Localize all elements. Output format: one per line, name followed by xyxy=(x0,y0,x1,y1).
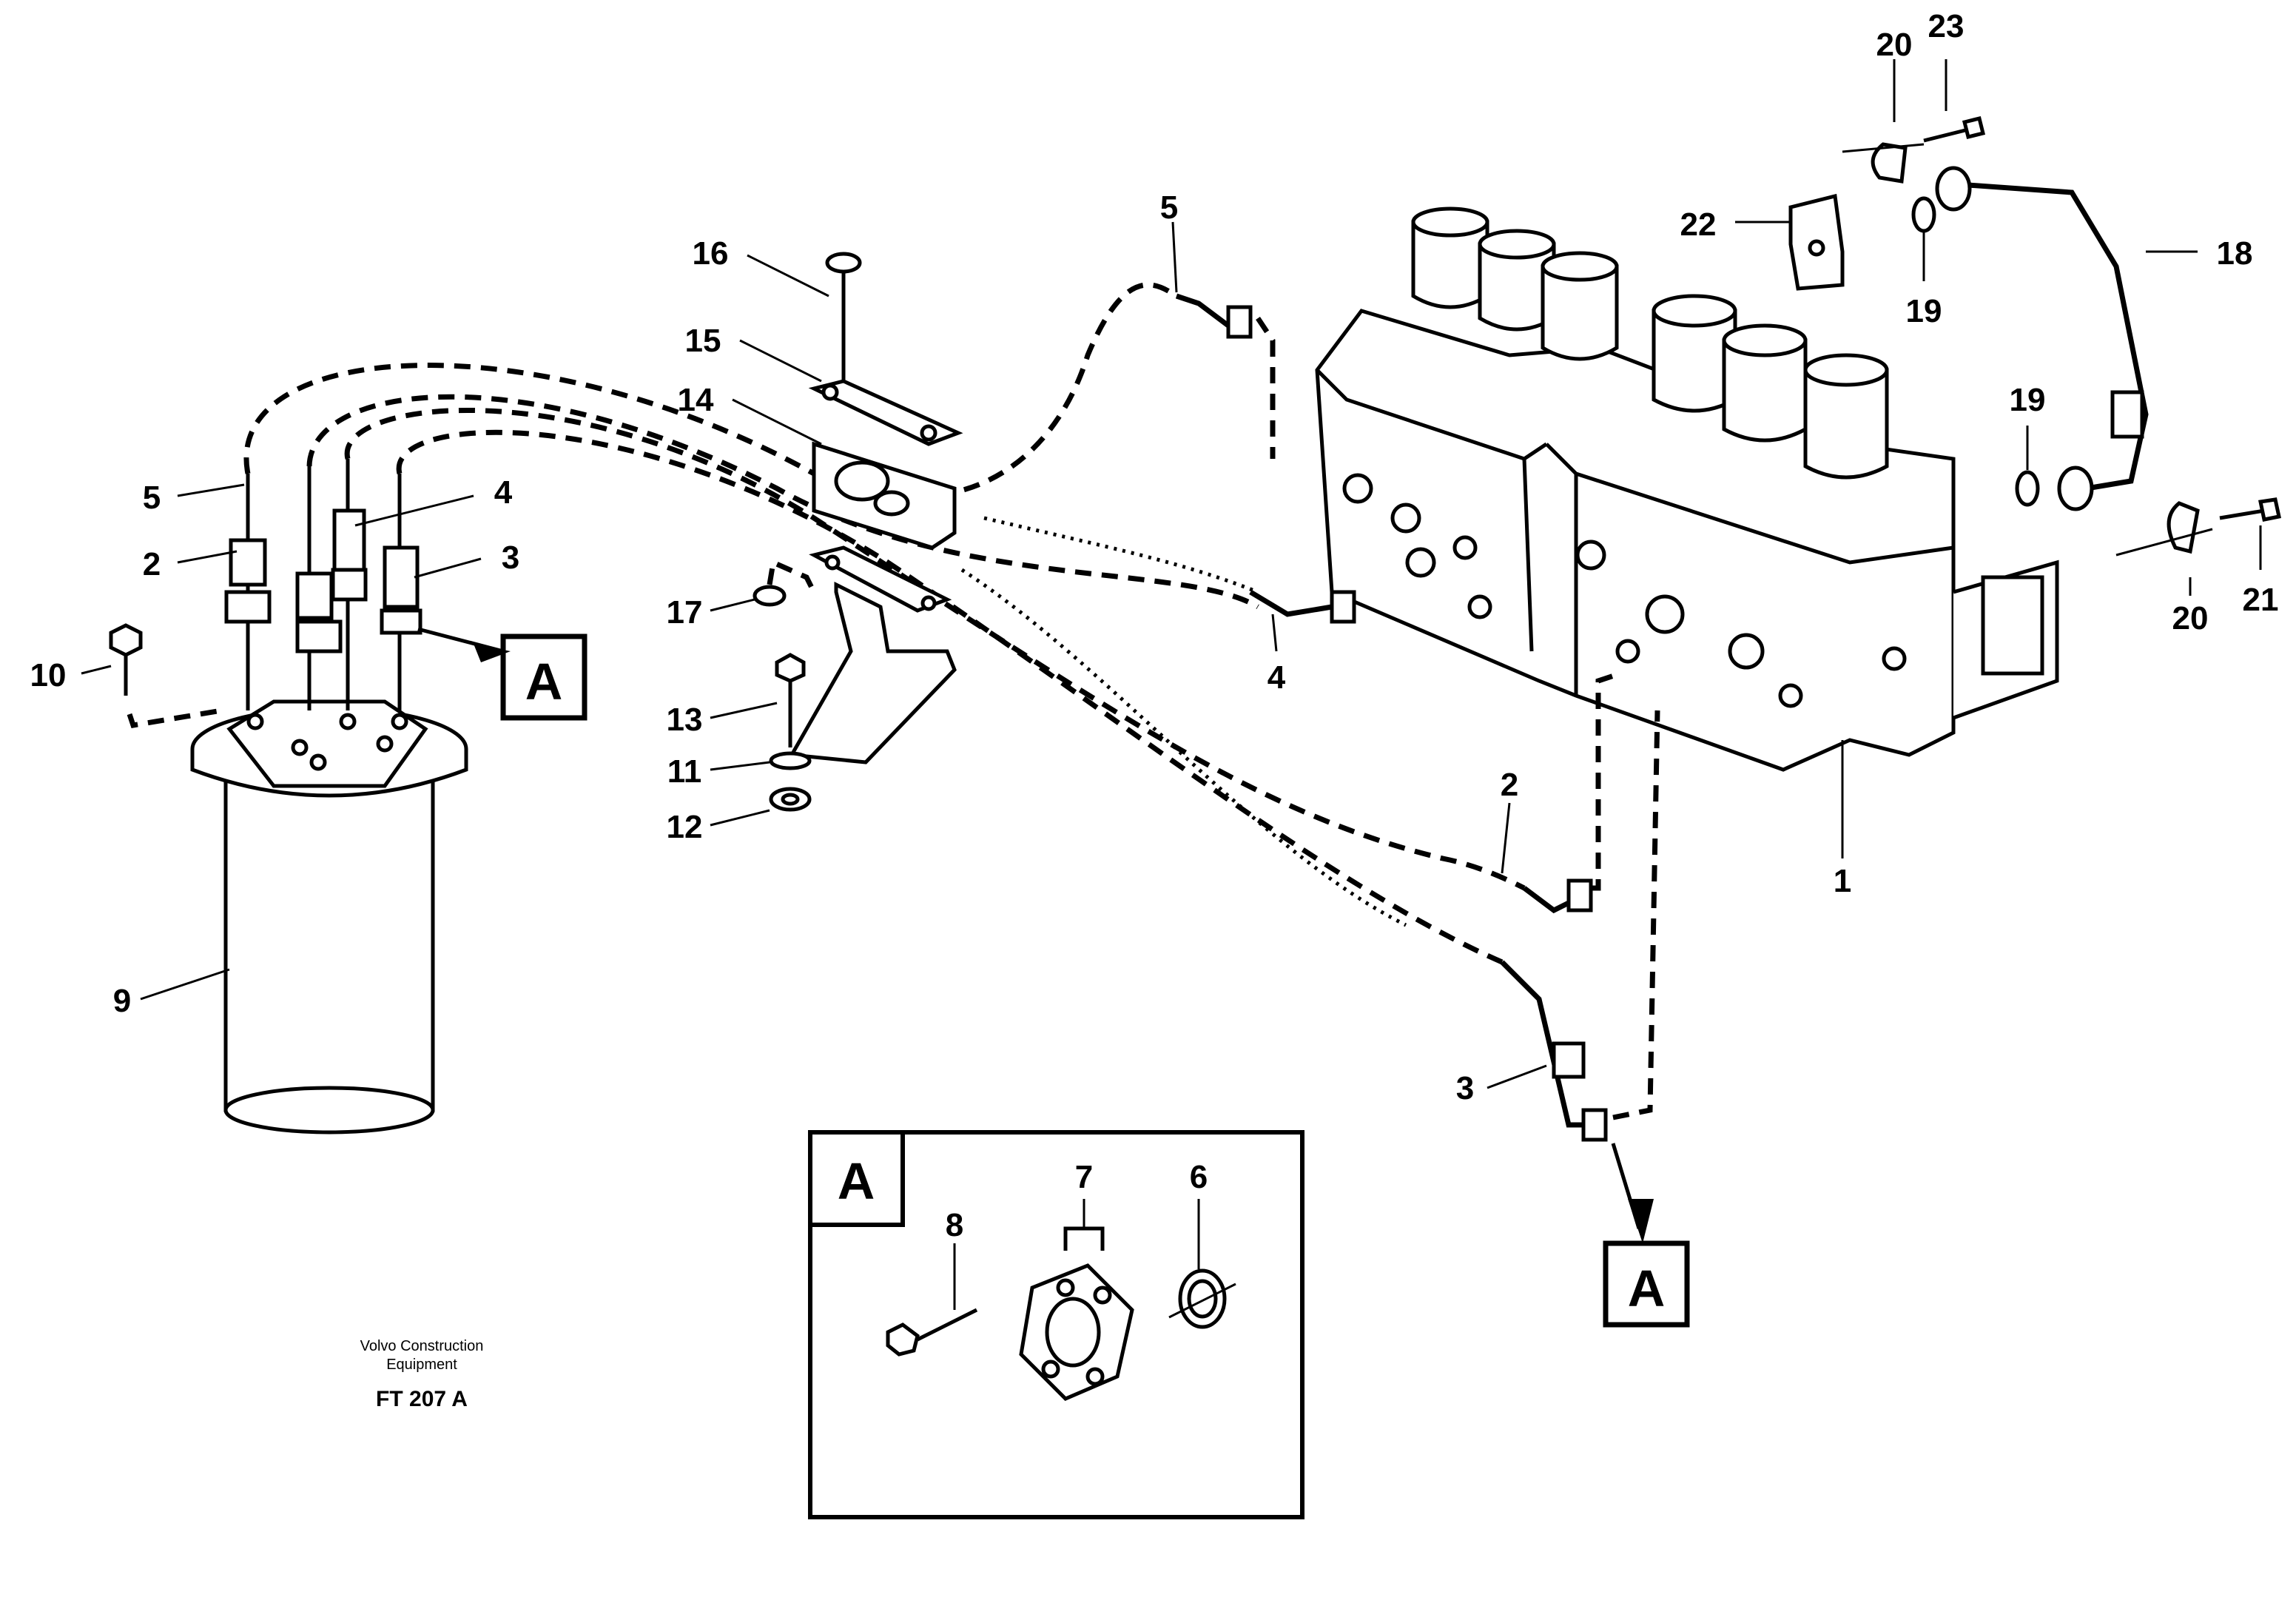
callout-2-right: 2 xyxy=(1501,767,1518,803)
left-hose-fittings xyxy=(224,459,422,710)
bolt-21 xyxy=(2219,497,2281,522)
callout-20-top: 20 xyxy=(1876,27,1913,63)
clip-20-top xyxy=(1842,142,1925,184)
view-marker-left-label: A xyxy=(525,653,563,710)
callout-5-right: 5 xyxy=(1160,189,1178,226)
detail-a-title: A xyxy=(838,1152,875,1210)
callout-15: 15 xyxy=(685,323,721,359)
callout-13: 13 xyxy=(667,702,703,738)
callout-11: 11 xyxy=(667,753,702,790)
view-marker-bottom: A xyxy=(1603,1143,1690,1328)
callout-4-right: 4 xyxy=(1267,659,1286,696)
callout-9: 9 xyxy=(113,983,131,1019)
callout-2-left: 2 xyxy=(143,546,161,582)
callout-12: 12 xyxy=(667,809,703,845)
washer-11 xyxy=(769,751,812,770)
hose-18 xyxy=(1935,166,2149,511)
leader-lines xyxy=(81,59,2262,1310)
nut-17 xyxy=(753,558,817,607)
callout-20-right: 20 xyxy=(2172,600,2209,636)
callout-18: 18 xyxy=(2217,235,2253,272)
credit-line-1: Volvo Construction xyxy=(360,1338,484,1354)
block-22 xyxy=(1788,193,1845,291)
flange-7 xyxy=(1019,1226,1134,1401)
callout-21: 21 xyxy=(2243,582,2279,618)
seal-6 xyxy=(1168,1268,1236,1329)
bolt-23 xyxy=(1923,115,1986,143)
view-marker-bottom-label: A xyxy=(1628,1260,1666,1317)
view-marker-left: A xyxy=(417,627,588,721)
callout-19-right: 19 xyxy=(2010,382,2046,418)
callout-4-left: 4 xyxy=(494,474,513,511)
bolt-16 xyxy=(825,252,862,385)
credit-line-2: Equipment xyxy=(386,1357,457,1373)
right-hose-fittings xyxy=(1175,293,1660,1142)
callout-23: 23 xyxy=(1928,8,1965,44)
bracket-lower xyxy=(788,545,957,764)
callout-5-left: 5 xyxy=(143,480,161,516)
callout-17: 17 xyxy=(667,594,703,631)
callout-3-right: 3 xyxy=(1456,1070,1474,1106)
nut-12 xyxy=(769,787,812,812)
bolt-13 xyxy=(775,653,806,747)
callout-1: 1 xyxy=(1834,863,1851,899)
callout-labels: 20 23 22 19 18 5 16 15 14 5 4 2 3 10 17 … xyxy=(30,8,2279,1243)
clip-20-right xyxy=(2115,501,2213,557)
callout-3-left: 3 xyxy=(502,540,519,576)
callout-19-top: 19 xyxy=(1906,293,1942,329)
dashed-hose-lines xyxy=(243,282,1526,965)
callout-6: 6 xyxy=(1190,1159,1208,1195)
callout-16: 16 xyxy=(693,235,729,272)
solenoid-caps xyxy=(1411,206,1889,480)
detail-a-inset: A xyxy=(808,1130,1304,1519)
callout-10: 10 xyxy=(30,657,67,693)
bolt-10 xyxy=(109,623,223,728)
callout-22: 22 xyxy=(1680,206,1717,243)
bolt-8 xyxy=(886,1308,978,1357)
callout-7: 7 xyxy=(1075,1159,1093,1195)
clamp-14 xyxy=(812,441,957,550)
callout-8: 8 xyxy=(946,1207,963,1243)
oring-19-top xyxy=(1911,196,1936,233)
callout-14: 14 xyxy=(678,382,714,418)
valve-ports xyxy=(1342,473,1907,708)
oring-19-right xyxy=(2015,470,2040,507)
figure-code: FT 207 A xyxy=(376,1387,468,1411)
credit-block: Volvo Construction Equipment FT 207 A xyxy=(360,1338,484,1411)
plate-15 xyxy=(808,379,963,446)
filter-housing xyxy=(190,699,468,1135)
